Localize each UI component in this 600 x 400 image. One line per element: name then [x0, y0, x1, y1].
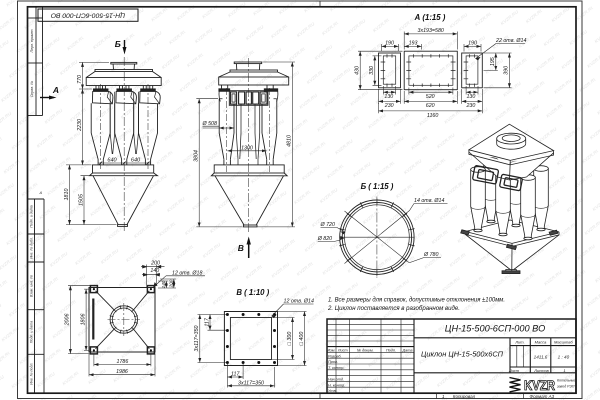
svg-text:195: 195: [490, 57, 496, 66]
svg-text:Циклон ЦН-15-500х6СП: Циклон ЦН-15-500х6СП: [421, 350, 504, 359]
svg-text:В: В: [238, 243, 244, 253]
svg-text:2230: 2230: [77, 119, 83, 132]
svg-text:117: 117: [204, 317, 210, 326]
svg-text:А (1:15 ): А (1:15 ): [414, 13, 446, 22]
svg-text:ЦН-15-500-6СП-000 ВО: ЦН-15-500-6СП-000 ВО: [50, 11, 125, 18]
svg-text:Т. контр.: Т. контр.: [328, 366, 344, 370]
svg-text:Дата: Дата: [401, 348, 412, 352]
svg-text:1810: 1810: [64, 189, 70, 201]
svg-text:390: 390: [504, 66, 510, 75]
svg-text:А: А: [52, 85, 59, 95]
svg-text:12 отв. Ø14: 12 отв. Ø14: [284, 299, 314, 305]
svg-text:Масштаб: Масштаб: [554, 340, 573, 345]
svg-text:KVZR: KVZR: [524, 378, 555, 393]
svg-text:Изм.: Изм.: [327, 348, 335, 352]
svg-text:Б ( 1:15 ): Б ( 1:15 ): [361, 182, 394, 191]
svg-text:520: 520: [426, 94, 435, 100]
svg-text:1: 1: [563, 368, 565, 373]
svg-text:1806: 1806: [80, 314, 86, 326]
svg-text:Нач.отд.: Нач.отд.: [328, 378, 344, 382]
svg-text:В ( 1:10 ): В ( 1:10 ): [236, 288, 269, 297]
svg-text:1505: 1505: [79, 194, 85, 206]
svg-text:4810: 4810: [287, 135, 293, 147]
svg-text:№ докум.: № докум.: [357, 348, 374, 352]
svg-text:Разраб.: Разраб.: [328, 354, 342, 358]
svg-text:190: 190: [385, 41, 394, 47]
svg-text:330: 330: [369, 66, 375, 75]
svg-text:1. Все размеры для справок, до: 1. Все размеры для справок, допустимые о…: [328, 297, 505, 304]
svg-text:Утв.: Утв.: [328, 389, 337, 393]
svg-text:А: А: [39, 190, 43, 195]
svg-text:3x193=580: 3x193=580: [418, 28, 444, 34]
svg-text:Лист: Лист: [508, 368, 520, 373]
svg-text:Лист: Лист: [337, 348, 348, 352]
svg-text:640: 640: [107, 158, 117, 164]
svg-text:Б: Б: [115, 39, 121, 49]
svg-text:430: 430: [354, 66, 360, 75]
svg-text:2. Циклон поставляется в разоб: 2. Циклон поставляется в разобранном вид…: [327, 305, 460, 312]
svg-text:14 отв. Ø14: 14 отв. Ø14: [414, 198, 444, 204]
svg-text:1 : 40: 1 : 40: [558, 355, 570, 360]
svg-text:1786: 1786: [117, 359, 129, 365]
svg-text:Котельный: Котельный: [557, 379, 576, 383]
svg-text:770: 770: [77, 75, 83, 84]
svg-text:117: 117: [231, 372, 240, 378]
svg-text:230: 230: [384, 103, 394, 109]
svg-text:Пров.: Пров.: [328, 360, 338, 364]
svg-text:2006: 2006: [65, 314, 71, 327]
svg-text:190: 190: [468, 41, 477, 47]
svg-text:130: 130: [466, 94, 475, 100]
svg-text:Справ. №: Справ. №: [30, 81, 34, 97]
svg-text:1411,6: 1411,6: [534, 355, 548, 360]
svg-text:200: 200: [169, 279, 174, 288]
svg-text:Перв. примен.: Перв. примен.: [30, 29, 34, 53]
svg-text:Лит.: Лит.: [514, 340, 524, 345]
svg-text:ЦН-15-500-6СП-000 ВО: ЦН-15-500-6СП-000 ВО: [445, 324, 545, 334]
svg-text:Ø 720: Ø 720: [320, 222, 335, 228]
svg-text:завод РЭП: завод РЭП: [556, 385, 575, 389]
svg-text:640: 640: [131, 158, 141, 164]
svg-text:Н. контр.: Н. контр.: [328, 383, 345, 387]
svg-text:620: 620: [426, 103, 435, 109]
svg-text:Подп.: Подп.: [386, 348, 396, 352]
svg-text:Масса: Масса: [535, 340, 548, 345]
svg-text:Листов: Листов: [533, 368, 549, 373]
svg-text:22 отв. Ø14: 22 отв. Ø14: [495, 38, 526, 44]
svg-text:1300: 1300: [241, 145, 253, 151]
svg-text:Подп. и дата: Подп. и дата: [29, 205, 33, 228]
svg-text:12 отв. Ø18: 12 отв. Ø18: [172, 270, 202, 276]
svg-text:3x117=350: 3x117=350: [238, 380, 264, 386]
svg-text:3804: 3804: [193, 150, 199, 162]
svg-text:Ø 820: Ø 820: [317, 236, 332, 242]
svg-text:Инв. № дубл.: Инв. № дубл.: [29, 237, 33, 259]
svg-text:Подп. и дата: Подп. и дата: [29, 321, 33, 344]
svg-text:Ø 508: Ø 508: [202, 121, 217, 127]
svg-text:193: 193: [409, 41, 418, 47]
svg-text:Формат А3: Формат А3: [530, 394, 555, 399]
svg-text:230: 230: [465, 103, 475, 109]
svg-text:1986: 1986: [116, 369, 128, 375]
svg-text:□ 300: □ 300: [287, 332, 293, 346]
svg-text:1160: 1160: [427, 113, 438, 119]
svg-text:Ø 780: Ø 780: [423, 252, 438, 258]
svg-text:Инв. № подл.: Инв. № подл.: [29, 363, 33, 385]
svg-text:130: 130: [384, 94, 393, 100]
svg-text:3x117=350: 3x117=350: [194, 325, 200, 351]
svg-text:Копировал: Копировал: [453, 394, 476, 399]
svg-text:Взам. инв. №: Взам. инв. №: [29, 275, 33, 297]
svg-text:140: 140: [161, 280, 166, 288]
svg-text:140: 140: [150, 268, 159, 274]
svg-text:□ 400: □ 400: [299, 332, 305, 346]
svg-text:200: 200: [150, 260, 160, 266]
svg-text:1: 1: [442, 394, 445, 399]
